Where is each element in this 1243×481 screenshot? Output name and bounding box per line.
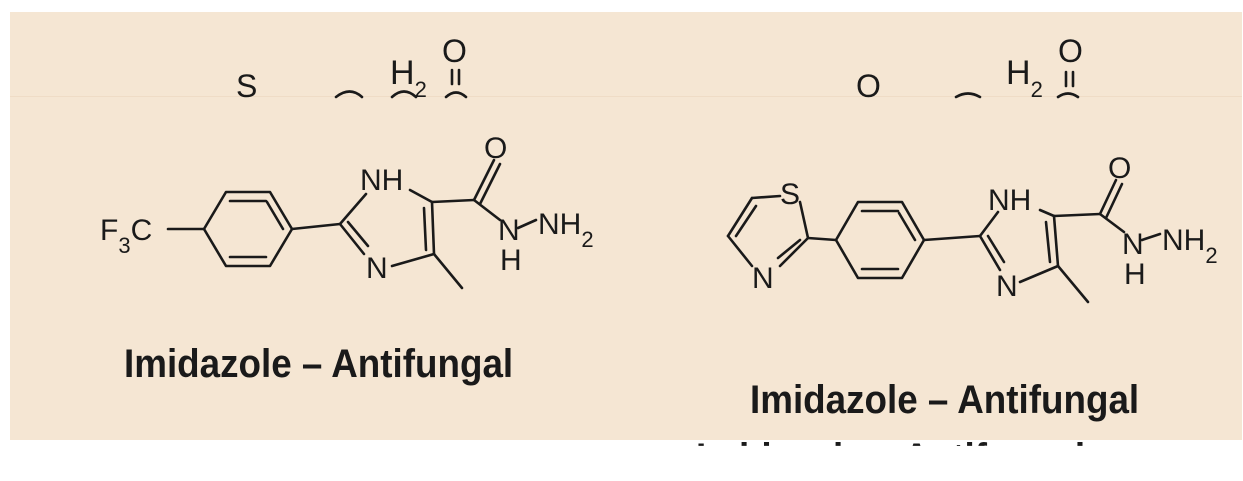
atom-s-thiazole: S bbox=[780, 178, 800, 211]
bond-benzene-imidazole-left bbox=[290, 222, 342, 231]
figure-panel bbox=[10, 12, 1242, 440]
benzene-ring-left bbox=[202, 190, 294, 268]
caption-left: Imidazole – Antifungal bbox=[124, 342, 514, 386]
atom-o-right: O bbox=[1108, 152, 1131, 185]
atom-n-right: N bbox=[996, 270, 1018, 303]
cropped-top-right-structure bbox=[954, 70, 1080, 99]
atom-nh2-left: NH2 bbox=[538, 208, 594, 252]
cropped-o-left: O bbox=[442, 33, 467, 69]
thiazole-bond bbox=[726, 196, 754, 238]
molecule-left bbox=[166, 158, 538, 290]
atom-n-left: N bbox=[366, 252, 388, 285]
benzene-ring-right bbox=[834, 200, 926, 280]
atom-nh2-right: NH2 bbox=[1162, 224, 1218, 268]
atom-hydrazide-h-left: H bbox=[500, 244, 522, 277]
cropped-bottom-caption: Imidazole – Antifungal bbox=[696, 436, 1086, 480]
caption-right: Imidazole – Antifungal bbox=[750, 378, 1140, 422]
cropped-o2-right: O bbox=[856, 68, 881, 104]
page: H2 O S H2 O O F3C NH N O N H NH2 S N NH … bbox=[10, 12, 1242, 446]
atom-nh-right: NH bbox=[988, 184, 1031, 217]
atom-nh-left: NH bbox=[360, 164, 403, 197]
atom-n-thiazole: N bbox=[752, 262, 774, 295]
cropped-s-left: S bbox=[236, 68, 257, 104]
cropped-top-left-structure bbox=[334, 68, 468, 99]
cropped-h2-left: H2 bbox=[390, 54, 427, 102]
atom-o-left: O bbox=[484, 132, 507, 165]
atom-f3c: F3C bbox=[100, 214, 152, 258]
cropped-h2-right: H2 bbox=[1006, 54, 1043, 102]
molecule-right bbox=[726, 178, 1162, 304]
atom-hydrazide-n-right: N bbox=[1122, 228, 1144, 261]
image-seam bbox=[10, 96, 1242, 97]
atom-hydrazide-h-right: H bbox=[1124, 258, 1146, 291]
cropped-o-right: O bbox=[1058, 33, 1083, 69]
atom-hydrazide-n-left: N bbox=[498, 214, 520, 247]
structure-diagram: H2 O S H2 O O F3C NH N O N H NH2 S N NH … bbox=[100, 33, 1218, 304]
